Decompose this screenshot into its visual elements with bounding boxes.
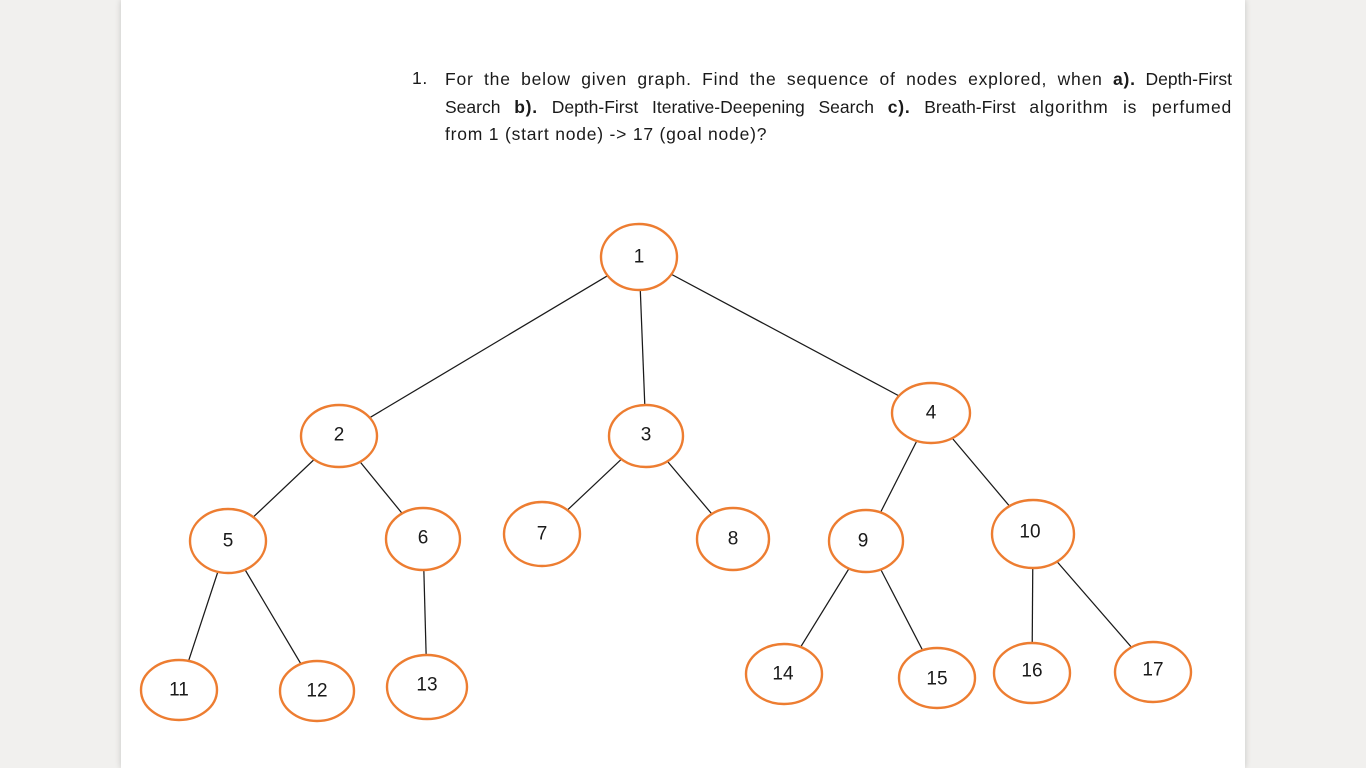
tree-node-label-8: 8 (728, 529, 739, 550)
question-list-marker: c). (887, 96, 911, 117)
tree-node-17 (1113, 640, 1193, 704)
tree-node-16 (992, 641, 1072, 705)
tree-node-2 (299, 403, 379, 469)
tree-node-label-14: 14 (772, 664, 794, 685)
tree-node-label-6: 6 (418, 528, 429, 549)
question-number: 1. (412, 68, 428, 88)
tree-node-5 (188, 507, 268, 575)
question-text: For the below given graph. Find the sequ… (445, 66, 1232, 149)
tree-node-label-12: 12 (306, 681, 327, 702)
tree-node-9 (827, 508, 905, 574)
tree-node-6 (384, 506, 462, 572)
tree-node-14 (744, 642, 824, 706)
question-segment: Search (445, 96, 515, 117)
document-page: 1. For the below given graph. Find the s… (121, 0, 1245, 768)
tree-node-10 (990, 498, 1076, 570)
question-line: For the below given graph. Find the sequ… (445, 66, 1232, 94)
tree-edge-1-4 (638, 256, 932, 414)
question-segment: For the below given graph. Find the sequ… (445, 69, 1114, 89)
question-list-marker: b). (514, 96, 538, 117)
tree-node-label-9: 9 (858, 531, 869, 552)
tree-node-8 (695, 506, 771, 572)
tree-node-label-10: 10 (1019, 522, 1040, 543)
tree-node-13 (385, 653, 469, 721)
tree-node-label-7: 7 (537, 524, 548, 545)
tree-node-7 (502, 500, 582, 568)
tree-node-4 (890, 381, 972, 445)
question-segment: algorithm is perfumed (1029, 96, 1232, 117)
tree-node-label-5: 5 (223, 531, 234, 552)
tree-node-label-16: 16 (1021, 661, 1042, 682)
tree-node-label-13: 13 (416, 675, 437, 696)
question-segment: from 1 (start node) -> 17 (goal node)? (445, 124, 768, 145)
tree-node-label-4: 4 (926, 403, 937, 424)
question-segment: Breath-First (910, 96, 1030, 117)
tree-node-1 (599, 222, 679, 292)
tree-node-12 (278, 659, 356, 723)
tree-node-11 (139, 658, 219, 722)
tree-node-label-2: 2 (334, 425, 345, 446)
question-list-marker: a). (1113, 69, 1136, 89)
tree-node-label-15: 15 (926, 669, 947, 690)
tree-node-label-1: 1 (634, 247, 645, 268)
question-segment: Depth-First (1135, 69, 1233, 89)
question-line: from 1 (start node) -> 17 (goal node)? (445, 121, 1232, 149)
tree-node-label-11: 11 (169, 680, 189, 701)
tree-node-label-3: 3 (641, 425, 652, 446)
question-line: Search b). Depth-First Iterative-Deepeni… (445, 94, 1232, 122)
tree-node-15 (897, 646, 977, 710)
tree-node-label-17: 17 (1142, 660, 1163, 681)
tree-node-3 (607, 403, 685, 469)
tree-edge-1-2 (338, 256, 640, 437)
question-segment: Depth-First Iterative-Deepening Search (537, 96, 888, 117)
